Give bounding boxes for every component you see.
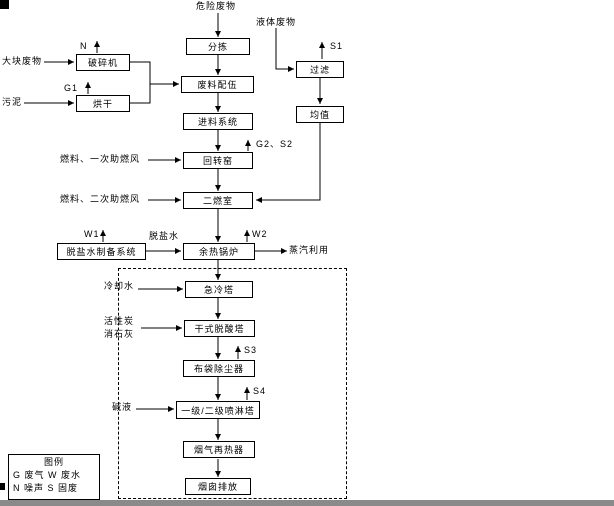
- label-fuel-secondary-air: 燃料、二次助燃风: [60, 194, 141, 204]
- label-emission-s3: S3: [244, 345, 258, 355]
- node-waste-heat-boiler: 余热锅炉: [183, 243, 255, 260]
- legend-box: 图例 G 废气 W 废水 N 噪声 S 固废: [8, 454, 100, 500]
- label-emission-w1: W1: [84, 229, 100, 239]
- label-cooling-water: 冷却水: [104, 281, 135, 291]
- node-feeding-system: 进料系统: [183, 113, 253, 130]
- edge-mark: [0, 483, 5, 490]
- label-emission-g1: G1: [64, 83, 79, 93]
- label-emission-n: N: [80, 41, 88, 51]
- legend-line-noise-solid: N 噪声 S 固废: [13, 483, 79, 493]
- legend-title: 图例: [43, 457, 64, 467]
- label-emission-s4: S4: [253, 386, 267, 396]
- label-steam-use: 蒸汽利用: [289, 245, 330, 255]
- node-demin-water-system: 脱盐水制备系统: [57, 243, 146, 260]
- label-emission-w2: W2: [252, 229, 268, 239]
- node-sorting: 分拣: [186, 38, 250, 55]
- node-dryer: 烘干: [76, 95, 130, 112]
- node-dry-deacid-tower: 干式脱酸塔: [184, 320, 255, 337]
- label-bulky-waste: 大块废物: [2, 56, 43, 66]
- label-alkali-liquor: 碱液: [112, 402, 133, 412]
- label-hazardous-waste: 危险废物: [196, 1, 237, 11]
- node-filter: 过滤: [296, 61, 344, 78]
- node-flue-gas-reheater: 烟气再热器: [183, 441, 255, 458]
- legend-line-gas-water: G 废气 W 废水: [13, 470, 81, 480]
- label-sludge: 污泥: [2, 97, 23, 107]
- bottom-edge-strip: [0, 500, 614, 506]
- node-spray-tower: 一级/二级喷淋塔: [176, 401, 260, 419]
- corner-mark: [0, 0, 9, 9]
- node-blending: 废料配伍: [181, 76, 254, 93]
- label-emission-g2-s2: G2、S2: [256, 139, 294, 149]
- label-liquid-waste: 液体废物: [256, 17, 297, 27]
- flue-gas-treatment-boundary: [118, 268, 347, 499]
- node-bag-filter: 布袋除尘器: [183, 360, 255, 377]
- node-stack-discharge: 烟囱排放: [185, 478, 251, 495]
- node-secondary-combustion: 二燃室: [183, 192, 253, 209]
- label-demin-water: 脱盐水: [149, 231, 180, 241]
- node-quench-tower: 急冷塔: [185, 281, 253, 298]
- label-fuel-primary-air: 燃料、一次助燃风: [60, 154, 141, 164]
- node-equalizer: 均值: [296, 106, 344, 123]
- label-activated-carbon: 活性炭: [104, 316, 135, 326]
- label-slaked-lime: 消石灰: [104, 329, 135, 339]
- node-crusher: 破碎机: [76, 54, 130, 71]
- label-emission-s1: S1: [330, 41, 344, 51]
- node-rotary-kiln: 回转窑: [183, 152, 253, 169]
